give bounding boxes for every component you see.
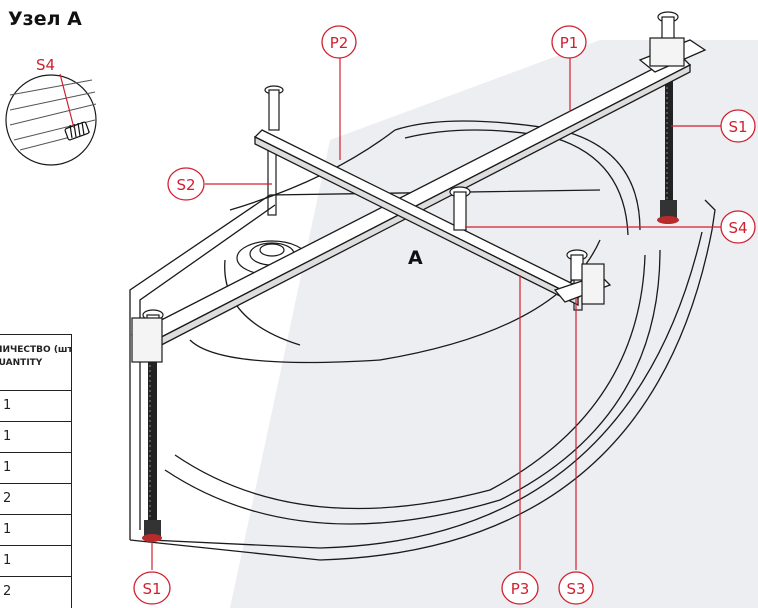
bracket-right [581,263,605,305]
table-cell: 1 [3,522,12,537]
leader-lines [151,58,722,570]
table-row: 1 [0,515,72,546]
screw-center [449,186,471,231]
table-cell: 1 [3,398,12,413]
table-row: 1 [0,391,72,422]
leg-s1-right [657,72,679,224]
bracket-left [131,317,163,363]
quantity-table: КОЛИЧЕСТВО (шт) QUANTITY 1 1 1 2 1 1 2 [0,334,72,608]
callout-s4 [720,210,756,244]
callout-p2 [321,25,357,59]
leg-s1-left [142,345,162,542]
frame-bar-p2 [253,129,587,307]
table-header: КОЛИЧЕСТВО (шт) QUANTITY [0,335,72,391]
threaded-stud [64,121,90,141]
callout-label-s4: S4 [728,219,747,237]
callout-label-p3: P3 [511,580,530,598]
header-line-1: КОЛИЧЕСТВО (шт) [0,345,71,355]
screw-right-front [566,249,588,281]
callout-p1 [551,25,587,59]
callout-labels: P2 P1 S1 S2 S4 P3 S3 S1 [142,34,747,598]
screw-left-back [264,85,284,131]
header-line-2: QUANTITY [0,358,43,368]
background-shadow [230,40,758,608]
callout-s1-right [720,109,756,143]
detail-circle [5,74,97,166]
table-cell: 1 [3,553,12,568]
table-row: 1 [0,546,72,577]
detail-title: Узел A [8,8,82,30]
callout-label-s1-bottom: S1 [142,580,161,598]
table-cell: 2 [3,584,12,599]
callout-label-s3: S3 [566,580,585,598]
callout-label-s2: S2 [176,176,195,194]
callout-label-p2: P2 [330,34,349,52]
table-cell: 2 [3,491,12,506]
callouts [133,25,756,605]
brackets [131,37,685,363]
callout-p3 [501,571,539,605]
bracket-top [649,37,685,67]
callout-s1-bottom [133,571,171,605]
detail-label-bg [34,55,64,73]
detail-leader [59,73,75,129]
table-cell: 1 [3,460,12,475]
detail-label: S4 [36,56,55,74]
table-row: 2 [0,484,72,515]
callout-label-p1: P1 [560,34,579,52]
callout-label-s1-right: S1 [728,118,747,136]
table-row: 2 [0,577,72,608]
center-label: A [408,247,423,269]
table-cell: 1 [3,429,12,444]
table-row: 1 [0,422,72,453]
callout-s2 [167,167,205,201]
callout-s3 [558,571,594,605]
table-row: 1 [0,453,72,484]
